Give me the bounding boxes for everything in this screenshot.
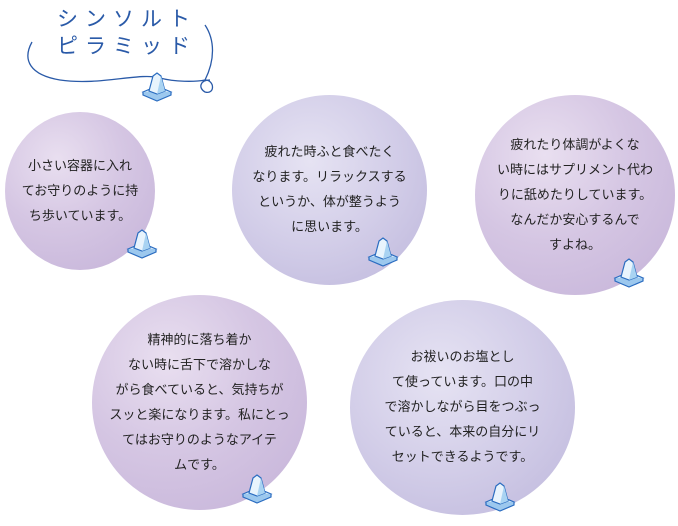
salt-pyramid-icon <box>483 478 517 512</box>
testimonial-bubble-4: 精神的に落ち着か ない時に舌下で溶かしな がら食べていると、気持ちが スッと楽に… <box>92 295 307 510</box>
title-line-2: ピラミッド <box>57 34 197 58</box>
bubble-text: に思います。 <box>291 220 368 235</box>
bubble-text: て使っています。口の中 <box>391 375 534 390</box>
salt-pyramid-icon <box>125 225 159 259</box>
bubble-text: ない時に舌下で溶かしな <box>127 357 271 373</box>
bubble-text: で溶かしながら目をつぶっ <box>384 400 541 415</box>
salt-pyramid-icon <box>240 470 274 504</box>
testimonial-bubble-1: 小さい容器に入れ てお守りのように持 ち歩いています。 <box>5 112 155 270</box>
bubble-text: なんだか安心するんで <box>510 212 640 228</box>
bubble-text: すよね。 <box>548 237 601 253</box>
title-line-1: シンソルト <box>57 7 197 31</box>
bubble-text: なります。リラックスする <box>252 170 407 185</box>
bubble-text: りに舐めたりしています。 <box>497 187 653 203</box>
bubble-text: ムです。 <box>174 457 225 473</box>
bubble-text: スッと楽になります。私にとっ <box>109 407 290 423</box>
salt-pyramid-icon <box>612 254 646 288</box>
testimonial-bubble-3: 疲れたり体調がよくな い時にはサプリメント代わ りに舐めたりしています。 なんだ… <box>475 95 675 295</box>
bubble-text: てお守りのように持 <box>21 183 139 199</box>
bubble-text: セットできるようです。 <box>391 450 534 465</box>
bubble-text: 疲れたり体調がよくな <box>510 137 640 153</box>
bubble-text: てはお守りのようなアイテ <box>122 432 277 448</box>
testimonial-bubble-5: お祓いのお塩とし て使っています。口の中 で溶かしながら目をつぶっ ていると、本… <box>350 300 575 515</box>
bubble-text: お祓いのお塩とし <box>410 350 515 365</box>
bubble-text: ていると、本来の自分にリ <box>384 425 541 440</box>
bubble-text: い時にはサプリメント代わ <box>496 162 653 178</box>
bubble-text: 小さい容器に入れ <box>27 158 132 174</box>
bubble-text: 疲れた時ふと食べたく <box>264 145 395 160</box>
page-title: シンソルト ピラミッド <box>52 6 202 60</box>
bubble-text: ち歩いています。 <box>28 208 132 224</box>
bubble-text: 精神的に落ち着か <box>147 332 252 348</box>
testimonial-bubble-2: 疲れた時ふと食べたく なります。リラックスする というか、体が整うよう に思いま… <box>232 95 427 285</box>
bubble-text: がら食べていると、気持ちが <box>115 382 284 398</box>
salt-pyramid-icon <box>140 68 174 102</box>
salt-pyramid-icon <box>366 233 400 267</box>
bubble-text: というか、体が整うよう <box>258 195 401 210</box>
